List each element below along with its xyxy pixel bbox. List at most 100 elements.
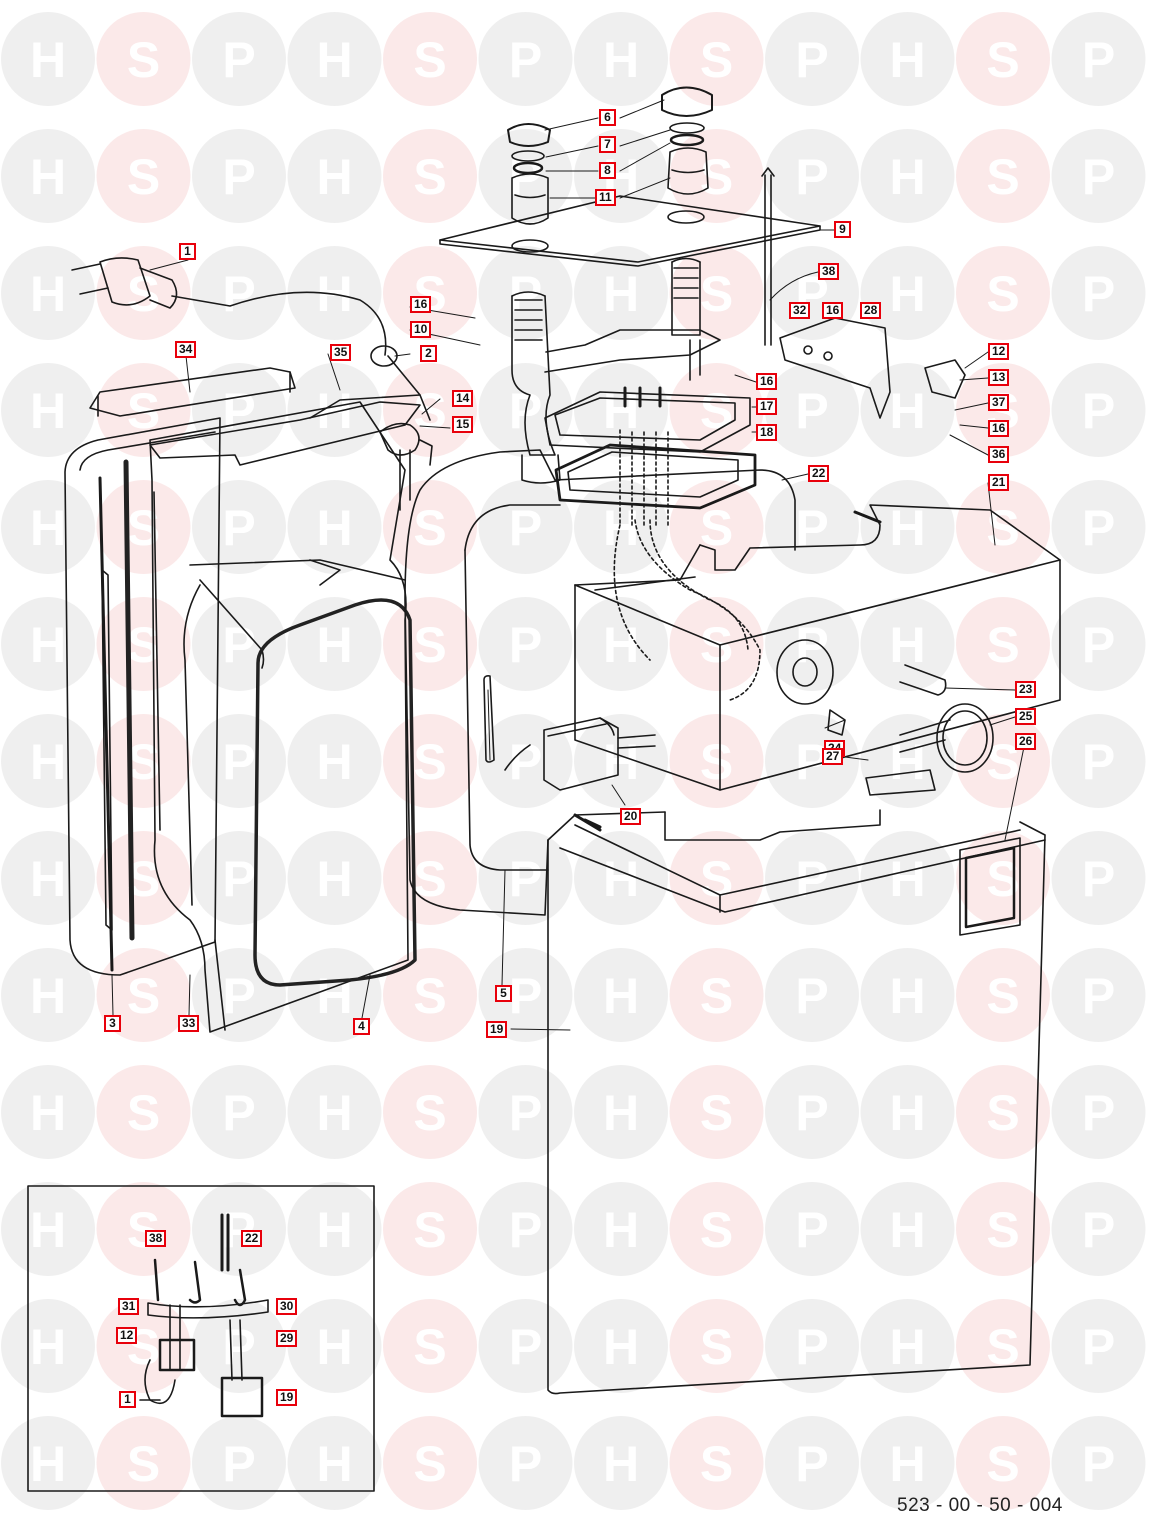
- callout-part-28[interactable]: 28: [860, 302, 882, 319]
- inset-callout-part-30[interactable]: 30: [276, 1298, 298, 1315]
- watermark-disc: [1051, 831, 1146, 925]
- callout-part-5[interactable]: 5: [495, 985, 512, 1002]
- callout-part-38[interactable]: 38: [818, 263, 840, 280]
- watermark-disc: [860, 129, 955, 223]
- watermark-disc: [1, 363, 95, 457]
- watermark-letter: S: [413, 149, 446, 205]
- callout-part-16-d[interactable]: 16: [988, 420, 1010, 437]
- inset-callout-part-12[interactable]: 12: [116, 1327, 138, 1344]
- watermark-letter: P: [509, 617, 542, 673]
- inset-callout-part-29[interactable]: 29: [276, 1330, 298, 1347]
- fittings-right: [661, 86, 713, 195]
- watermark-disc: [765, 1182, 859, 1276]
- callout-part-4[interactable]: 4: [353, 1018, 370, 1035]
- top-plate: [439, 167, 821, 346]
- callout-part-25[interactable]: 26: [1015, 733, 1037, 750]
- callout-part-18[interactable]: 18: [756, 424, 778, 441]
- callout-part-27[interactable]: 27: [822, 748, 844, 765]
- watermark-disc: [1, 948, 95, 1042]
- callout-part-36[interactable]: 36: [988, 446, 1010, 463]
- watermark-letter: H: [316, 734, 352, 790]
- watermark-disc: [765, 831, 859, 925]
- watermark-disc: [669, 480, 764, 574]
- watermark-letter: H: [316, 1085, 352, 1141]
- callout-part-15[interactable]: 15: [452, 416, 474, 433]
- callout-part-8[interactable]: 8: [599, 162, 616, 179]
- callout-part-1[interactable]: 1: [179, 243, 196, 260]
- callout-part-33[interactable]: 33: [178, 1015, 200, 1032]
- watermark-disc: [192, 480, 286, 574]
- watermark-letter: H: [316, 149, 352, 205]
- watermark-letter: S: [700, 32, 733, 88]
- callout-part-9[interactable]: 9: [834, 221, 851, 238]
- inset-callout-part-22[interactable]: 22: [241, 1230, 263, 1247]
- callout-part-6[interactable]: 6: [599, 109, 616, 126]
- callout-part-32[interactable]: 32: [789, 302, 811, 319]
- callout-part-22[interactable]: 23: [1015, 681, 1037, 698]
- watermark-letter: P: [1082, 968, 1115, 1024]
- callout-part-7[interactable]: 7: [599, 136, 616, 153]
- inset-callout-part-19[interactable]: 19: [276, 1389, 298, 1406]
- watermark-disc: [383, 129, 477, 223]
- watermark-letter: H: [603, 734, 639, 790]
- watermark-letter: P: [509, 32, 542, 88]
- callout-part-2[interactable]: 2: [420, 345, 437, 362]
- watermark-disc: [860, 12, 955, 106]
- inset-callout-part-31[interactable]: 31: [118, 1298, 140, 1315]
- callout-part-3[interactable]: 3: [104, 1015, 121, 1032]
- callout-part-14[interactable]: 14: [452, 390, 474, 407]
- inset-callout-part-1[interactable]: 1: [119, 1391, 136, 1408]
- callout-part-11[interactable]: 11: [595, 189, 616, 206]
- watermark-letter: P: [1082, 266, 1115, 322]
- inset-callout-part-38[interactable]: 38: [145, 1230, 167, 1247]
- callout-part-19[interactable]: 20: [620, 808, 642, 825]
- watermark-letter: S: [700, 734, 733, 790]
- watermark-letter: H: [603, 1085, 639, 1141]
- watermark-letter: P: [509, 1085, 542, 1141]
- watermark-letter: P: [795, 383, 828, 439]
- callout-part-35[interactable]: 35: [330, 344, 352, 361]
- watermark-disc: [192, 12, 286, 106]
- watermark-letter: P: [1082, 1436, 1115, 1492]
- watermark-disc: [860, 1416, 955, 1510]
- watermark-disc: [478, 831, 573, 925]
- watermark-disc: [765, 948, 859, 1042]
- callout-part-34[interactable]: 34: [175, 341, 197, 358]
- watermark-disc: [287, 831, 382, 925]
- watermark-disc: [860, 480, 955, 574]
- callout-part-20[interactable]: 21: [988, 474, 1010, 491]
- watermark-letter: S: [700, 1436, 733, 1492]
- watermark-letter: P: [1082, 383, 1115, 439]
- watermark-letter: S: [986, 968, 1019, 1024]
- watermark-letter: S: [127, 1085, 160, 1141]
- watermark-disc: [765, 129, 859, 223]
- watermark-disc: [669, 831, 764, 925]
- callout-part-21[interactable]: 22: [808, 465, 830, 482]
- anode-assembly: [776, 639, 994, 796]
- watermark-disc: [383, 1065, 477, 1159]
- watermark-disc: [96, 714, 191, 808]
- watermark-letter: H: [889, 500, 925, 556]
- watermark-disc: [287, 1416, 382, 1510]
- watermark-disc: [192, 948, 286, 1042]
- callout-part-13[interactable]: 13: [988, 369, 1010, 386]
- watermark-letter: S: [413, 1202, 446, 1258]
- watermark-disc: [574, 12, 668, 106]
- watermark-disc: [1, 129, 95, 223]
- watermark-letter: S: [413, 968, 446, 1024]
- watermark-disc: [1051, 480, 1146, 574]
- callout-part-12[interactable]: 12: [988, 343, 1010, 360]
- watermark-disc: [574, 1299, 668, 1393]
- watermark-letter: S: [700, 1202, 733, 1258]
- callout-part-24[interactable]: 25: [1015, 708, 1037, 725]
- callout-part-16-b[interactable]: 16: [822, 302, 844, 319]
- watermark-disc: [956, 1299, 1050, 1393]
- callout-part-26[interactable]: 19: [486, 1021, 508, 1038]
- callout-part-17[interactable]: 17: [756, 398, 778, 415]
- callout-part-37[interactable]: 37: [988, 394, 1010, 411]
- watermark-disc: [669, 948, 764, 1042]
- callout-part-16-c[interactable]: 16: [756, 373, 778, 390]
- watermark-disc: [765, 1416, 859, 1510]
- callout-part-10[interactable]: 10: [410, 321, 432, 338]
- callout-part-16-a[interactable]: 16: [410, 296, 432, 313]
